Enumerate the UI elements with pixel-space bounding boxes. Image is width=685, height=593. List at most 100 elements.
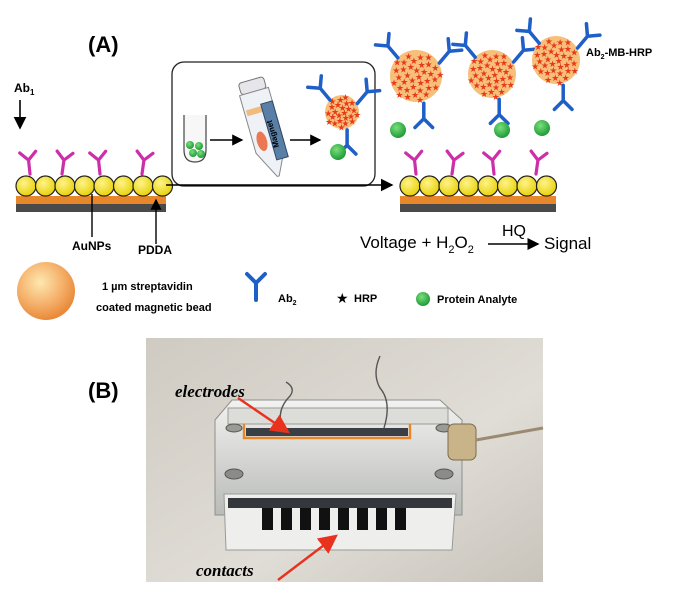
hrp-star: ★ <box>544 56 552 66</box>
hrp-star: ★ <box>507 81 515 91</box>
hrp-star: ★ <box>353 111 361 121</box>
electrodes-label: electrodes <box>175 382 245 401</box>
substrate-layer <box>16 204 166 212</box>
ab1-antibody <box>445 149 465 176</box>
aunps-label: AuNPs <box>72 239 112 253</box>
hrp-star: ★ <box>331 119 339 129</box>
hrp-star: ★ <box>534 43 542 53</box>
hrp-star: ★ <box>489 65 497 75</box>
hrp-star: ★ <box>498 88 506 98</box>
gold-nanoparticle <box>34 175 57 197</box>
ab2-antibody <box>575 22 602 50</box>
hrp-star: ★ <box>491 71 499 81</box>
hrp-star: ★ <box>560 52 568 62</box>
ab1-antibody <box>88 149 108 176</box>
hrp-star: ★ <box>470 57 478 67</box>
hrp-star: ★ <box>533 51 541 61</box>
ab2-antibody <box>488 97 510 126</box>
hrp-star: ★ <box>556 70 564 80</box>
hrp-star: ★ <box>472 72 480 82</box>
contact-pad <box>395 508 406 530</box>
hrp-star: ★ <box>484 74 492 84</box>
hrp-star: ★ <box>548 60 556 70</box>
ab2-antibody <box>515 17 541 45</box>
pdda-layer <box>16 196 166 204</box>
magnetic-bead <box>325 95 359 129</box>
hrp-star: ★ <box>416 86 424 96</box>
ab2-antibody <box>451 31 477 59</box>
hrp-star: ★ <box>341 120 349 130</box>
hrp-star: ★ <box>338 104 346 114</box>
gold-nanoparticle <box>73 175 96 197</box>
magnetic-bead <box>468 50 516 98</box>
hrp-star: ★ <box>547 47 555 57</box>
hrp-star: ★ <box>544 76 552 86</box>
hrp-star: ★ <box>564 45 572 55</box>
pdda-label: PDDA <box>138 243 172 257</box>
protein-analyte <box>534 120 550 136</box>
fitting-connector <box>447 423 477 461</box>
ab1-label: Ab1 <box>14 81 35 97</box>
magnetic-bead-hrp-cluster: ★★★★★★★★★★★★★★★★★★★★★★★★★★★★★★★★★★ <box>467 50 516 103</box>
hrp-star: ★ <box>340 109 348 119</box>
hrp-star: ★ <box>400 59 408 69</box>
hrp-star: ★ <box>500 81 508 91</box>
gold-nanoparticle <box>496 175 519 197</box>
ab2-mb-hrp-conjugate: ★★★★★★★★★★★★★★★★★★★★★★★★★★★★★★★★★★★★ <box>373 31 464 138</box>
equation-reactants: Voltage + H2O2 <box>360 233 474 256</box>
hrp-star: ★ <box>425 61 433 71</box>
hrp-star: ★ <box>431 64 439 74</box>
hrp-star: ★ <box>392 67 400 77</box>
hrp-star: ★ <box>483 61 491 71</box>
hrp-star: ★ <box>486 56 494 66</box>
hrp-star: ★ <box>467 77 475 87</box>
hrp-star: ★ <box>396 84 404 94</box>
contact-pad <box>262 508 273 530</box>
gold-nanoparticle <box>535 175 558 197</box>
hrp-star: ★ <box>416 54 424 64</box>
gold-nanoparticle <box>93 175 115 197</box>
contacts-label: contacts <box>196 561 254 580</box>
hrp-star: ★ <box>480 70 488 80</box>
hrp-star: ★ <box>566 54 574 64</box>
hrp-star: ★ <box>417 79 425 89</box>
hrp-star: ★ <box>487 88 495 98</box>
test-tube-icon <box>183 115 207 163</box>
hrp-star: ★ <box>342 93 350 103</box>
hrp-star: ★ <box>479 83 487 93</box>
ab2-antibody <box>511 36 538 64</box>
hrp-star: ★ <box>348 118 356 128</box>
ab1-antibody-row <box>18 149 155 176</box>
hrp-star: ★ <box>571 67 579 77</box>
ab2-mb-hrp-conjugate: ★★★★★★★★★★★★★★★★★★★★★★★★ <box>306 74 382 160</box>
magnetic-bead-icon <box>17 262 75 320</box>
hrp-star: ★ <box>556 63 564 73</box>
device-photo <box>146 338 544 582</box>
hrp-star: ★ <box>492 77 500 87</box>
protein-analyte <box>390 122 406 138</box>
hrp-star: ★ <box>413 67 421 77</box>
hrp-star: ★ <box>415 73 423 83</box>
ab2-antibody <box>373 31 400 60</box>
hrp-star: ★ <box>420 68 428 78</box>
ab2-antibody <box>552 83 574 112</box>
hrp-star: ★ <box>500 53 508 63</box>
hrp-star: ★ <box>427 70 435 80</box>
right-pdda-layer <box>400 196 556 204</box>
hrp-star: ★ <box>570 59 578 69</box>
ab2-mb-hrp-conjugate: ★★★★★★★★★★★★★★★★★★★★★★★★★★★★★★★★★★ <box>451 31 538 138</box>
hrp-star: ★ <box>337 124 345 134</box>
gold-nanoparticle <box>15 175 37 197</box>
panel-b-label: (B) <box>88 378 119 403</box>
magnetic-bead-hrp-cluster: ★★★★★★★★★★★★★★★★★★★★★★★★ <box>324 93 361 133</box>
hrp-star: ★ <box>335 112 343 122</box>
contact-pad <box>281 508 292 530</box>
hrp-star: ★ <box>328 98 336 108</box>
hrp-star: ★ <box>334 101 342 111</box>
hrp-star: ★ <box>407 63 415 73</box>
hrp-star: ★ <box>409 83 417 93</box>
hrp-star: ★ <box>416 96 424 106</box>
hrp-star: ★ <box>537 68 545 78</box>
hrp-star: ★ <box>531 63 539 73</box>
